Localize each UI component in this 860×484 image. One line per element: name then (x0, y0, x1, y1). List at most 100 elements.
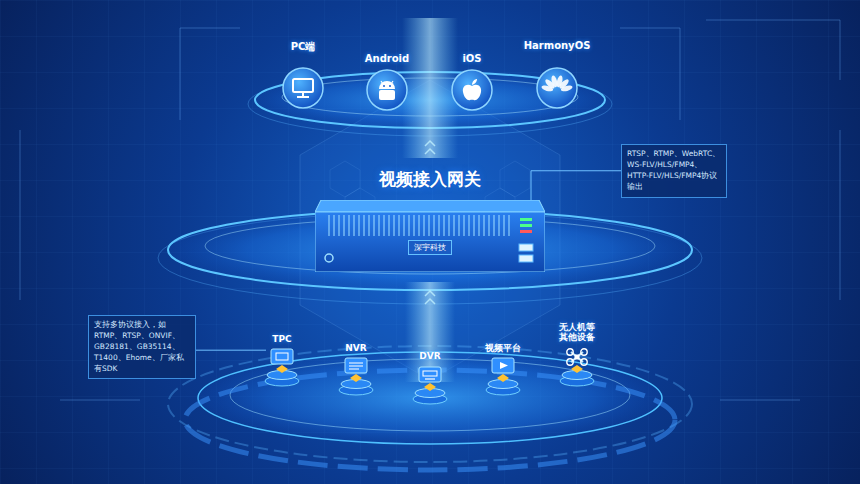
fin (503, 215, 505, 236)
gateway-housing (315, 200, 545, 272)
client-icon-symbol (450, 68, 494, 112)
diagram-title: 视频接入网关 (379, 168, 481, 191)
fin (488, 215, 490, 236)
android-glyph (379, 81, 395, 100)
icon-circle (537, 68, 577, 108)
client-icon-symbol (281, 66, 325, 110)
node-label: PC端 (291, 40, 316, 54)
tpc-glyph (271, 349, 293, 364)
fin (493, 215, 495, 236)
client-icon-symbol (365, 68, 409, 112)
frame-lines-part (620, 28, 680, 120)
status-leds (520, 218, 532, 233)
node-label: Android (365, 53, 409, 64)
fin (358, 215, 360, 236)
fin (373, 215, 375, 236)
fin (438, 215, 440, 236)
node-label: TPC (272, 334, 291, 344)
node-label: HarmonyOS (524, 40, 591, 51)
fin (473, 215, 475, 236)
fin (393, 215, 395, 236)
ports (519, 244, 533, 262)
source-device: NVR (340, 343, 372, 375)
nvr-glyph (345, 358, 367, 373)
source-device: 视频平台 (482, 343, 524, 375)
node-label: 无人机等 其他设备 (554, 322, 600, 343)
ios-glyph (463, 79, 481, 100)
fin (338, 215, 340, 236)
platform-glyph (492, 358, 514, 373)
fin (483, 215, 485, 236)
led (520, 230, 532, 233)
client-icon-symbol (535, 66, 579, 110)
device-icon-symbol (490, 357, 516, 375)
callout-box: 支持多协议接入，如RTMP、RTSP、ONVIF、GB28181、GB35114… (88, 315, 196, 379)
fin (468, 215, 470, 236)
fin (443, 215, 445, 236)
housing-top (315, 200, 545, 212)
flow-chevrons-part (425, 149, 435, 154)
led (520, 218, 532, 221)
hexagon-cells-part (500, 161, 530, 197)
client-icon: Android (362, 53, 413, 112)
light-beam-part (402, 18, 458, 158)
frame-lines-part (180, 28, 240, 120)
callout-box: RTSP、RTMP、WebRTC、WS-FLV/HLS/FMP4、HTTP-FL… (621, 144, 727, 198)
pedestals-part (265, 365, 299, 386)
pedestals-part (560, 365, 594, 386)
pedestals (265, 365, 594, 404)
port (519, 255, 533, 262)
node-label: iOS (462, 53, 481, 64)
fin (353, 215, 355, 236)
flow-chevrons-part (425, 299, 435, 304)
node-label: NVR (345, 343, 366, 353)
bottom-platform-part (230, 359, 630, 431)
fin (418, 215, 420, 236)
fin (453, 215, 455, 236)
fin (448, 215, 450, 236)
flow-chevrons-part (425, 141, 435, 146)
pedestals-part-part (571, 365, 583, 373)
fin (398, 215, 400, 236)
callout-text: RTSP、RTMP、WebRTC、WS-FLV/HLS/FMP4、HTTP-FL… (627, 149, 721, 193)
housing-front (315, 212, 545, 272)
fin (478, 215, 480, 236)
fin (508, 215, 510, 236)
dvr-glyph (419, 367, 441, 382)
frame-lines-part (706, 20, 840, 80)
drone-glyph (567, 349, 587, 365)
pedestals-part (486, 374, 520, 395)
icon-circle (283, 68, 323, 108)
fin (378, 215, 380, 236)
callout-text: 支持多协议接入，如RTMP、RTSP、ONVIF、GB28181、GB35114… (94, 320, 190, 374)
fin (458, 215, 460, 236)
leader-line (196, 350, 266, 351)
source-device: TPC (266, 334, 298, 366)
fin (343, 215, 345, 236)
fin (463, 215, 465, 236)
pedestals-part (413, 383, 447, 404)
harmony-glyph (541, 75, 573, 93)
led (520, 224, 532, 227)
icon-circle (367, 70, 407, 110)
light-beam-part (405, 282, 455, 382)
fin (498, 215, 500, 236)
middle-ring-part (168, 210, 692, 290)
pedestals-part (339, 374, 373, 395)
pedestals-part-part (497, 374, 509, 382)
pedestals-part-part (276, 365, 288, 373)
node-label: 视频平台 (485, 343, 521, 353)
fin (383, 215, 385, 236)
source-device: 无人机等 其他设备 (551, 322, 603, 366)
fin (368, 215, 370, 236)
power-button (325, 254, 333, 262)
device-icon-symbol (417, 366, 443, 384)
fin (408, 215, 410, 236)
leader-line (531, 171, 621, 200)
fin (328, 215, 330, 236)
icon-circle (452, 70, 492, 110)
bottom-platform-part (185, 370, 675, 470)
